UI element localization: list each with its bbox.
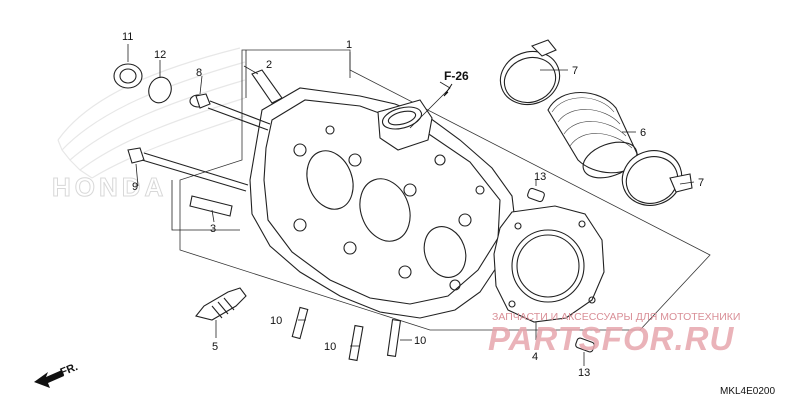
head-gasket [493, 205, 605, 323]
callout-13-b: 13 [578, 367, 590, 379]
bolt-bracket-lower [171, 180, 240, 231]
stud-bolt-b [348, 324, 364, 362]
callout-5: 5 [212, 341, 218, 353]
dowel-13b [575, 337, 595, 353]
callout-3: 3 [210, 223, 216, 235]
cap [113, 63, 143, 89]
o-ring [148, 76, 172, 104]
callout-10-b: 10 [324, 341, 336, 353]
spark-plug [195, 287, 247, 321]
cylinder-head [249, 87, 517, 319]
callout-13-a: 13 [534, 171, 546, 183]
site-watermark-text: PARTSFOR.RU [488, 320, 734, 357]
shop-watermark-text: ЗАПЧАСТИ И АКСЕССУАРЫ ДЛЯ МОТОТЕХНИКИ [492, 311, 740, 323]
flange-bolt-8 [189, 93, 271, 131]
callout-8: 8 [196, 67, 202, 79]
leader-lines [127, 44, 695, 366]
honda-wing-logo [57, 47, 246, 179]
flange-bolt-9 [127, 147, 249, 192]
direction-label: FR. [59, 361, 80, 379]
clamp-band-lower [621, 150, 693, 206]
dowel-13a [527, 187, 545, 203]
reference-label: F-26 [444, 69, 469, 83]
diagram-code: MKL4E0200 [720, 386, 775, 397]
callout-7-lower: 7 [698, 177, 704, 189]
clamp-band-upper [499, 39, 561, 106]
callout-7-upper: 7 [572, 65, 578, 77]
callout-10-a: 10 [270, 315, 282, 327]
callout-2: 2 [266, 59, 272, 71]
stud-bolt-a [291, 306, 309, 340]
callout-11: 11 [122, 31, 133, 43]
stud-bolt-c [386, 318, 402, 358]
front-direction-arrow-icon [34, 370, 64, 388]
dowel-pin-3 [189, 195, 233, 217]
intake-insulator [547, 91, 641, 179]
callout-12: 12 [154, 49, 166, 61]
honda-logo-text: HONDA [52, 172, 167, 202]
callout-1: 1 [346, 39, 352, 51]
callout-4: 4 [532, 351, 538, 363]
callout-6: 6 [640, 127, 646, 139]
dowel-pin-2 [251, 69, 283, 104]
reference-arrow [443, 83, 453, 97]
callout-10-c: 10 [414, 335, 426, 347]
callout-9: 9 [132, 181, 138, 193]
